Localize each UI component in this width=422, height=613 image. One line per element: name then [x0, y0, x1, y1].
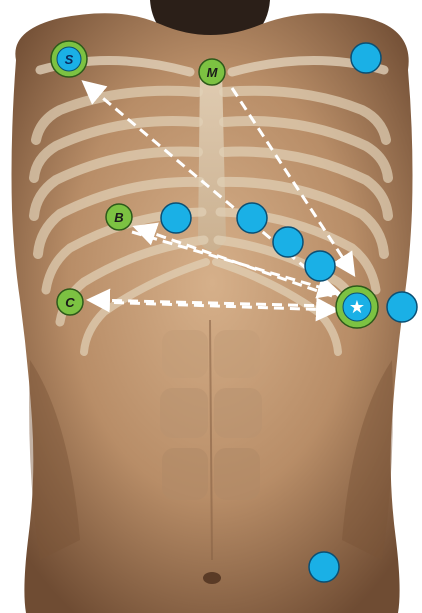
marker-s-label: S — [65, 52, 74, 67]
marker-c: C — [57, 289, 83, 315]
electrode-abdomen — [309, 552, 339, 582]
electrode-v3 — [273, 227, 303, 257]
marker-target: ★ — [336, 286, 378, 328]
marker-m: M — [199, 59, 225, 85]
marker-s: S — [51, 41, 87, 77]
star-icon: ★ — [349, 297, 365, 318]
electrode-right-shoulder — [351, 43, 381, 73]
electrode-right-lateral — [387, 292, 417, 322]
marker-c-label: C — [65, 295, 75, 310]
navel — [203, 572, 221, 584]
electrode-center-chest — [237, 203, 267, 233]
marker-b-label: B — [114, 210, 123, 225]
marker-b: B — [106, 204, 132, 230]
electrode-left-chest — [161, 203, 191, 233]
electrode-v4 — [305, 251, 335, 281]
marker-m-label: M — [207, 65, 219, 80]
sternum — [198, 70, 226, 251]
